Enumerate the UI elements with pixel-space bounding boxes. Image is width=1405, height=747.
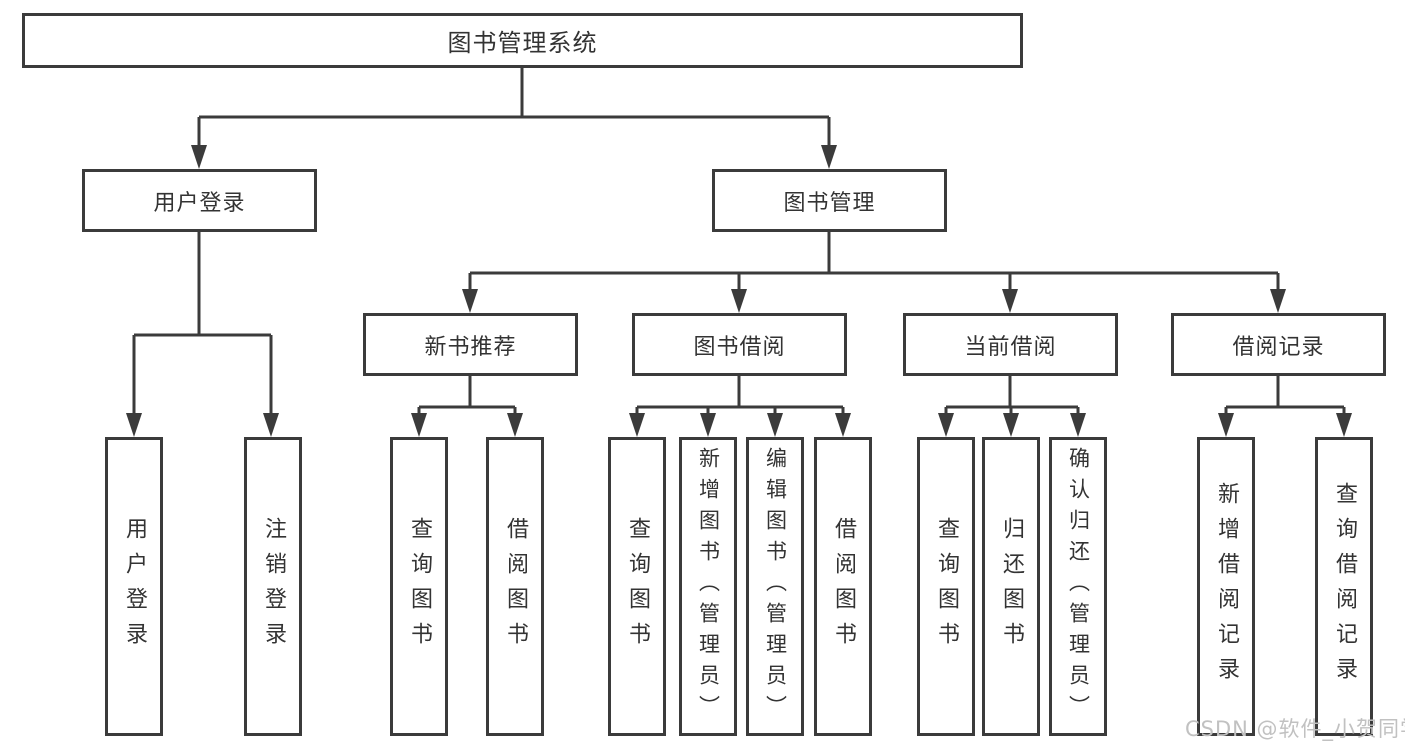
leaf-borrow-books-recommend-label: 借阅图书	[503, 516, 528, 657]
leaf-borrow-books-recommend: 借阅图书	[486, 437, 544, 736]
leaf-add-book-admin-label: 新增图书（管理员）	[696, 447, 721, 726]
node-current-borrowing-label: 当前借阅	[964, 334, 1057, 360]
node-borrowing-records-label: 借阅记录	[1232, 334, 1325, 360]
node-book-management: 图书管理	[712, 169, 947, 232]
csdn-watermark: CSDN @软件_小贺同学	[1185, 717, 1405, 741]
leaf-query-books-current: 查询图书	[917, 437, 975, 736]
leaf-edit-book-admin-label: 编辑图书（管理员）	[763, 447, 788, 726]
leaf-add-borrow-record: 新增借阅记录	[1197, 437, 1255, 736]
leaf-query-books-recommend-label: 查询图书	[407, 516, 432, 657]
node-user-login-label: 用户登录	[153, 190, 246, 216]
leaf-query-borrow-record: 查询借阅记录	[1315, 437, 1373, 736]
leaf-add-borrow-record-label: 新增借阅记录	[1214, 481, 1239, 692]
node-user-login: 用户登录	[82, 169, 317, 232]
leaf-logout-label: 注销登录	[261, 516, 286, 657]
leaf-query-books-borrowing-label: 查询图书	[625, 516, 650, 657]
leaf-logout: 注销登录	[244, 437, 302, 736]
node-book-management-label: 图书管理	[783, 190, 876, 216]
leaf-query-books-current-label: 查询图书	[934, 516, 959, 657]
leaf-query-books-recommend: 查询图书	[390, 437, 448, 736]
node-book-borrowing: 图书借阅	[632, 313, 847, 376]
leaf-edit-book-admin: 编辑图书（管理员）	[746, 437, 804, 736]
leaf-return-book: 归还图书	[982, 437, 1040, 736]
node-root-system: 图书管理系统	[22, 13, 1023, 68]
node-new-book-recommend-label: 新书推荐	[424, 334, 517, 360]
connector-stems	[132, 68, 1346, 415]
leaf-user-login: 用户登录	[105, 437, 163, 736]
leaf-query-books-borrowing: 查询图书	[608, 437, 666, 736]
leaf-confirm-return-admin: 确认归还（管理员）	[1049, 437, 1107, 736]
leaf-query-borrow-record-label: 查询借阅记录	[1332, 481, 1357, 692]
leaf-confirm-return-admin-label: 确认归还（管理员）	[1066, 447, 1091, 726]
leaf-add-book-admin: 新增图书（管理员）	[679, 437, 737, 736]
node-current-borrowing: 当前借阅	[903, 313, 1118, 376]
arrowheads	[126, 145, 1352, 437]
leaf-borrow-books-borrowing-label: 借阅图书	[831, 516, 856, 657]
node-new-book-recommend: 新书推荐	[363, 313, 578, 376]
node-root-label: 图书管理系统	[447, 29, 598, 57]
leaf-borrow-books-borrowing: 借阅图书	[814, 437, 872, 736]
node-book-borrowing-label: 图书借阅	[693, 334, 786, 360]
leaf-user-login-label: 用户登录	[122, 516, 147, 657]
leaf-return-book-label: 归还图书	[999, 516, 1024, 657]
node-borrowing-records: 借阅记录	[1171, 313, 1386, 376]
